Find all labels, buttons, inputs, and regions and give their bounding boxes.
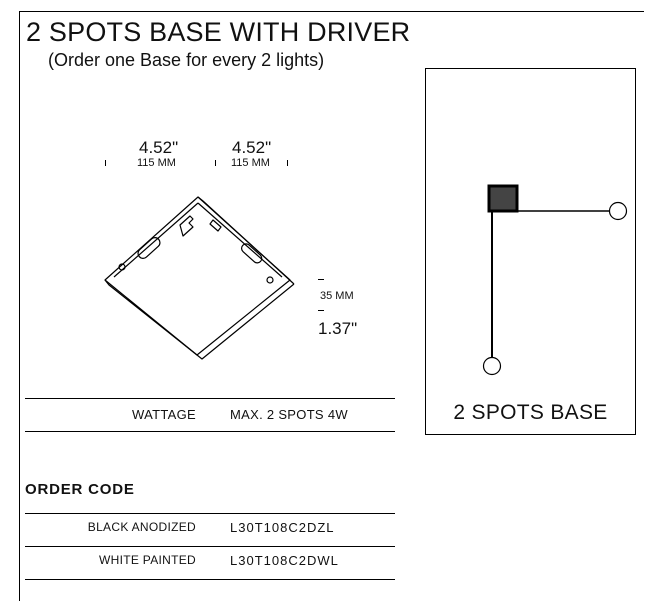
- order-finish: WHITE PAINTED: [98, 553, 196, 567]
- spot-light-icon: [482, 356, 502, 376]
- wiring-diagram: 2 SPOTS BASE: [425, 68, 636, 435]
- depth-mm: 115 MM: [231, 157, 270, 169]
- table-rule: [25, 579, 395, 580]
- order-code-heading: ORDER CODE: [25, 481, 135, 498]
- height-inches: 1.37": [318, 319, 358, 338]
- dimension-tick: [105, 160, 106, 166]
- diagram-label: 2 SPOTS BASE: [453, 401, 608, 424]
- spot-light-icon: [608, 201, 628, 221]
- table-rule: [25, 431, 395, 432]
- frame-left-border: [19, 11, 20, 601]
- depth-inches: 4.52": [232, 138, 272, 157]
- wattage-label: WATTAGE: [132, 407, 196, 422]
- table-rule: [25, 546, 395, 547]
- page-title: 2 SPOTS BASE WITH DRIVER: [26, 17, 411, 47]
- order-code: L30T108C2DWL: [230, 553, 339, 568]
- dimension-mark: [318, 279, 324, 280]
- table-rule: [25, 513, 395, 514]
- page-subtitle: (Order one Base for every 2 lights): [48, 50, 325, 70]
- dimension-tick: [215, 160, 216, 166]
- frame-top-border: [19, 11, 644, 12]
- order-finish: BLACK ANODIZED: [87, 520, 196, 534]
- wattage-value: MAX. 2 SPOTS 4W: [230, 407, 348, 422]
- table-rule: [25, 398, 395, 399]
- dimension-mark: [318, 310, 324, 311]
- width-inches: 4.52": [139, 138, 179, 157]
- driver-icon: [487, 184, 519, 213]
- order-code: L30T108C2DZL: [230, 520, 335, 535]
- width-mm: 115 MM: [137, 157, 176, 169]
- dimension-tick: [287, 160, 288, 166]
- product-drawing: [104, 196, 295, 360]
- height-mm: 35 MM: [320, 290, 354, 302]
- wiring-diagram-drawing: [482, 184, 628, 376]
